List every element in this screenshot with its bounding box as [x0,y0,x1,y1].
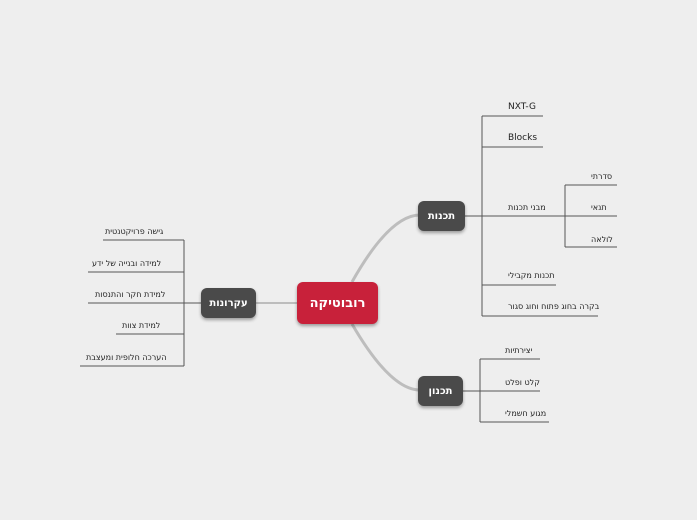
programming-subitem[interactable]: לולאה [591,235,613,244]
principles-item[interactable]: גישה פרויקטנטית [105,227,164,236]
programming-item[interactable]: NXT-G [508,102,536,112]
design-item[interactable]: קלט ופלט [505,378,540,387]
design-item[interactable]: מגוע חשמלי [505,409,547,418]
principles-item[interactable]: למידת צוות [122,321,161,330]
principles-item[interactable]: למידת חקר והתנסות [95,290,166,299]
programming-subitem[interactable]: תנאי [591,203,607,212]
branch-design[interactable]: תכנון [418,376,463,406]
programming-item[interactable]: בקרה בחוג פתוח וחוג סגור [508,302,600,311]
programming-item[interactable]: תכנות מקבילי [508,271,555,280]
programming-subitem[interactable]: סדרתי [591,172,613,181]
programming-item[interactable]: מבני תכנות [508,203,546,212]
branch-programming[interactable]: תכנות [418,201,465,231]
principles-item[interactable]: הערכה חלופית ומעצבת [86,353,167,362]
branch-principles[interactable]: עקרונות [201,288,256,318]
root-node[interactable]: רובוטיקה [297,282,378,324]
principles-item[interactable]: למידה ובנייה של ידע [92,259,162,268]
design-item[interactable]: יצירתיות [505,346,533,355]
programming-item[interactable]: Blocks [508,133,538,143]
